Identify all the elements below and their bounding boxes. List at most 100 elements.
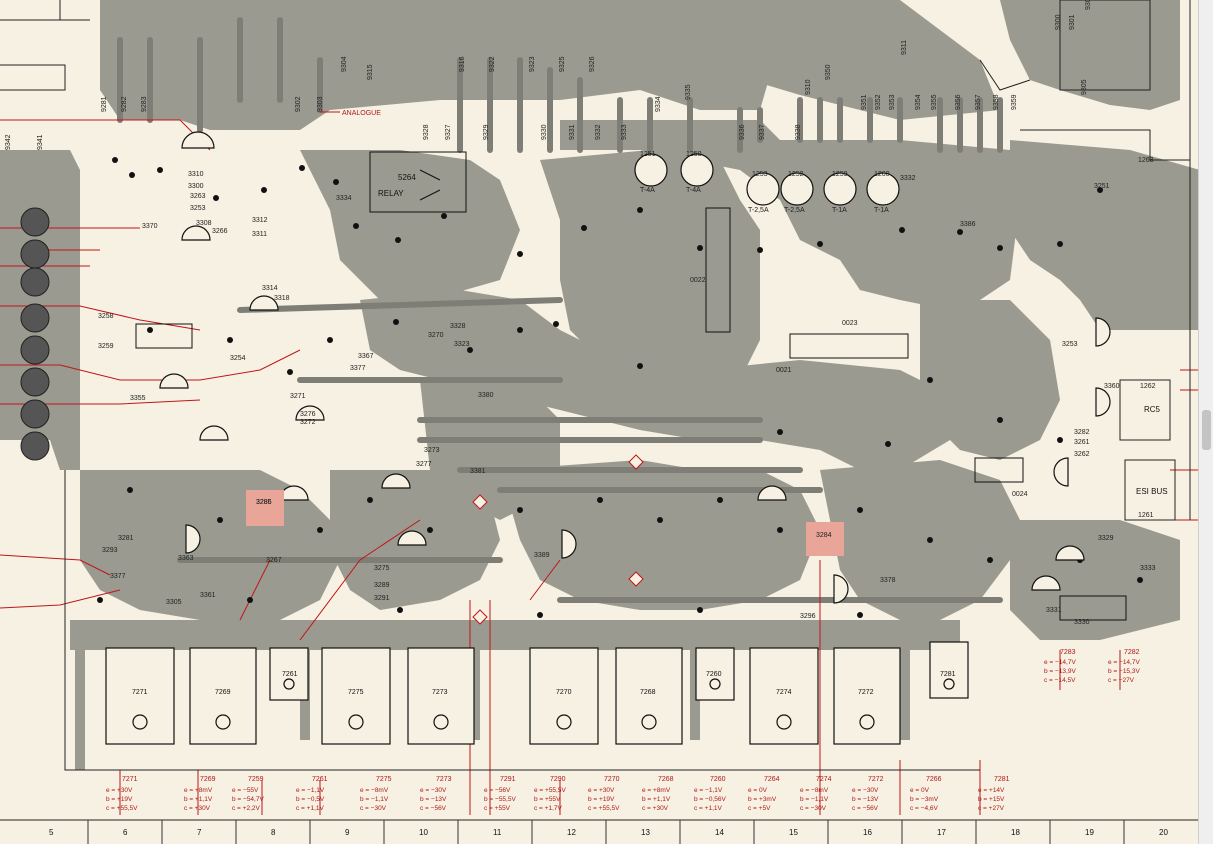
voltage-table-line: b = +15V [978, 796, 1005, 803]
voltage-table-name: 7274 [816, 776, 832, 783]
bus-number-label: 9322 [489, 56, 496, 72]
component-label: 3275 [374, 565, 390, 572]
bus-number-label: 9357 [975, 94, 982, 110]
voltage-tables: 7271 e = +30V b = +19V c = +55,5V 7269 e = +8… [106, 649, 1140, 812]
voltage-table-name: 7269 [200, 776, 216, 783]
voltage-table-line: b = +55V [534, 796, 561, 803]
bus-number-label: 9316 [459, 56, 466, 72]
highlighted-resistor-label: 3284 [816, 532, 832, 539]
voltage-table-line: b = +1,1V [184, 796, 213, 803]
connector-ref-label: 0024 [1012, 491, 1028, 498]
component-label: 3389 [534, 552, 550, 559]
voltage-table-line: e = −8mV [360, 787, 389, 794]
connector-name-label: ESI BUS [1136, 487, 1168, 496]
voltage-table-line: e = −30V [420, 787, 447, 794]
power-transistor-label: 7268 [640, 689, 656, 696]
power-transistor-label: 7273 [432, 689, 448, 696]
voltage-table-line: b = −0,56V [694, 796, 726, 803]
connector-ref-label: 0023 [842, 320, 858, 327]
voltage-table-line: e = +8mV [184, 787, 213, 794]
grid-column-number: 7 [197, 828, 202, 837]
connector-ref-label: 1263 [1138, 157, 1154, 164]
voltage-table-line: c = +1,1V [694, 805, 722, 812]
grid-column-number: 18 [1011, 828, 1020, 837]
fuse-rating-label: T-2,5A [748, 207, 769, 214]
power-transistor-label: 7272 [858, 689, 874, 696]
fuse-rating-label: T-1A [874, 207, 889, 214]
connector-name-label: RC5 [1144, 405, 1161, 414]
fuse-rating-label: T-4A [686, 187, 701, 194]
bus-number-label: 9315 [367, 64, 374, 80]
ic-outlines [135, 207, 1127, 621]
bus-number-label: 9338 [795, 124, 802, 140]
component-label: 3277 [416, 461, 432, 468]
voltage-table-line: c = +55,5V [588, 805, 620, 812]
component-label: 3253 [190, 205, 206, 212]
grid-column-number: 15 [789, 828, 798, 837]
fuse-rating-label: T-1A [832, 207, 847, 214]
voltage-table-name: 7261 [312, 776, 328, 783]
voltage-table-line: c = +1,1V [296, 805, 324, 812]
voltage-table-line: c = +30V [642, 805, 669, 812]
bus-number-label: 9325 [559, 56, 566, 72]
grid-column-number: 12 [567, 828, 576, 837]
fuse-labels: 1251T-4A1250T-4A1253T-2,5A1252T-2,5A1259… [640, 151, 890, 214]
component-label: 3361 [200, 592, 216, 599]
voltage-table-line: b = +19V [106, 796, 133, 803]
small-transistors [159, 131, 1111, 604]
component-label: 3281 [118, 535, 134, 542]
component-label: 3305 [166, 599, 182, 606]
component-label: 3332 [900, 175, 916, 182]
voltage-table-line: e = −8mV [800, 787, 829, 794]
voltage-table-name: 7291 [500, 776, 516, 783]
voltage-table-line: c = +5V [748, 805, 771, 812]
power-transistor-label: 7260 [706, 671, 722, 678]
scrollbar-thumb[interactable] [1202, 410, 1211, 450]
relay-label: RELAY [378, 189, 404, 198]
connector-ref-label: 1262 [1140, 383, 1156, 390]
component-label: 3273 [424, 447, 440, 454]
voltage-table-line: c = −14,5V [1044, 677, 1076, 684]
component-label: 3259 [98, 343, 114, 350]
voltage-table-line: e = +14V [978, 787, 1005, 794]
voltage-table-name: 7264 [764, 776, 780, 783]
grid-column-number: 16 [863, 828, 872, 837]
grid-column-number: 8 [271, 828, 276, 837]
grid-column-number: 14 [715, 828, 724, 837]
voltage-table-line: c = −4,6V [910, 805, 938, 812]
bus-number-label: 9358 [993, 94, 1000, 110]
component-label: 3377 [350, 365, 366, 372]
component-label: 3331 [1046, 607, 1062, 614]
voltage-table-line: e = −14,7V [1108, 659, 1140, 666]
bus-number-label: 9281 [101, 96, 108, 112]
grid-ticks [87, 820, 1125, 844]
voltage-table-line: b = −0,5V [296, 796, 325, 803]
vertical-scrollbar[interactable] [1198, 0, 1213, 844]
red-markers [472, 454, 644, 625]
component-label: 3291 [374, 595, 390, 602]
grid-column-number: 11 [493, 828, 502, 837]
voltage-table-line: e = +30V [588, 787, 615, 794]
component-label: 3312 [252, 217, 268, 224]
component-labels: 3310330032533263330833703266331233113314… [98, 171, 1156, 626]
grid-column-number: 13 [641, 828, 650, 837]
bus-number-label: 9336 [739, 124, 746, 140]
relay-outline [369, 151, 467, 213]
highlighted-resistor-label: 3285 [256, 499, 272, 506]
power-transistor-label: 7274 [776, 689, 792, 696]
bus-number-label: 9302 [295, 96, 302, 112]
bus-number-label: 9282 [121, 96, 128, 112]
input-sockets [20, 207, 50, 461]
bus-number-label: 9333 [621, 124, 628, 140]
connector-ref-label: 0021 [776, 367, 792, 374]
component-label: 3266 [212, 228, 228, 235]
bus-number-label: 9326 [589, 56, 596, 72]
power-transistor-label: 7261 [282, 671, 298, 678]
voltage-table-name: 7271 [122, 776, 138, 783]
fuse-circles [634, 153, 900, 206]
fuse-ref-label: 1251 [640, 151, 656, 158]
voltage-table-name: 7266 [926, 776, 942, 783]
fuse-ref-label: 1253 [752, 171, 768, 178]
voltage-table-line: e = +30V [106, 787, 133, 794]
